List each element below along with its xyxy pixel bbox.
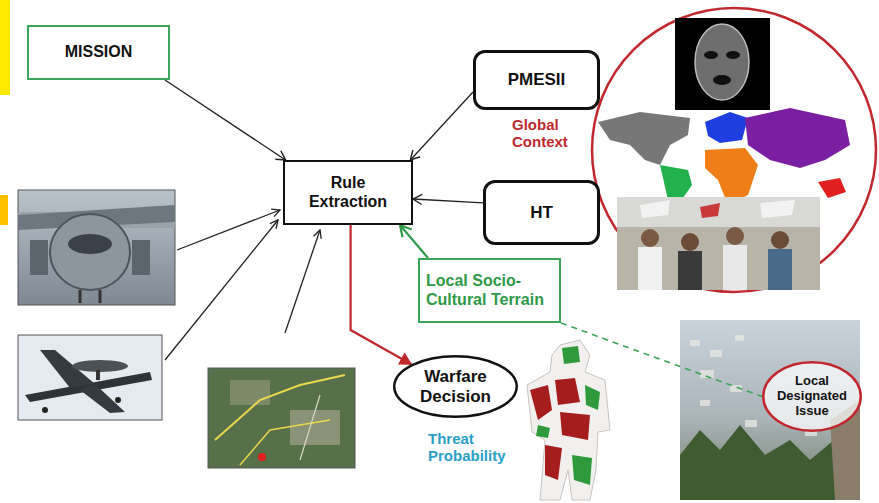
terrain-box: Local Socio-Cultural Terrain — [418, 258, 561, 323]
node-text-group: HT — [491, 203, 592, 223]
sensor-arrow — [177, 210, 280, 250]
node-label: Warfare Decision — [409, 367, 502, 406]
node-label: HT — [491, 203, 592, 223]
connector-arrow — [410, 92, 473, 160]
node-text-group: Warfare Decision — [409, 367, 502, 406]
input-box: HT — [483, 180, 600, 245]
node-text-group: Local Socio-Cultural Terrain — [426, 272, 553, 309]
connector-arrow — [165, 80, 286, 160]
input-box: PMESII — [473, 50, 600, 110]
connector-arrow — [413, 199, 483, 203]
global-circle — [592, 8, 876, 292]
town-photo — [680, 320, 860, 500]
node-label: Rule Extraction — [291, 174, 405, 211]
aerial-map-photo — [208, 368, 355, 468]
mask-picture — [675, 18, 770, 110]
sensor-arrow — [285, 230, 320, 333]
threat-label: Threat Probability — [428, 430, 540, 465]
node-label: MISSION — [35, 43, 162, 61]
node-text-group: Rule Extraction — [291, 174, 405, 211]
node-label: PMESII — [481, 70, 592, 90]
context-label: Global Context — [512, 116, 584, 151]
node-text-group: PMESII — [481, 70, 592, 90]
node-text-group: MISSION — [35, 43, 162, 61]
node-label: Local Designated Issue — [775, 374, 849, 419]
mission-box: MISSION — [27, 25, 170, 80]
protest-photo — [617, 197, 820, 290]
connector-arrow — [561, 323, 762, 397]
world-map — [598, 108, 850, 205]
connector-arrow — [400, 225, 428, 258]
issue-ellipse: Local Designated Issue — [762, 361, 862, 432]
decision-ellipse: Warfare Decision — [393, 355, 518, 418]
sensor-arrow — [165, 220, 278, 360]
soldier-figure — [527, 340, 610, 500]
edge-bar — [0, 0, 10, 95]
process-box: Rule Extraction — [283, 160, 413, 225]
node-text-group: Local Designated Issue — [775, 374, 849, 419]
aircraft-photo — [18, 190, 175, 305]
node-label: Local Socio-Cultural Terrain — [426, 272, 553, 309]
connector-arrow — [351, 225, 412, 364]
aircraft-photo — [18, 335, 162, 420]
edge-bar — [0, 195, 8, 225]
